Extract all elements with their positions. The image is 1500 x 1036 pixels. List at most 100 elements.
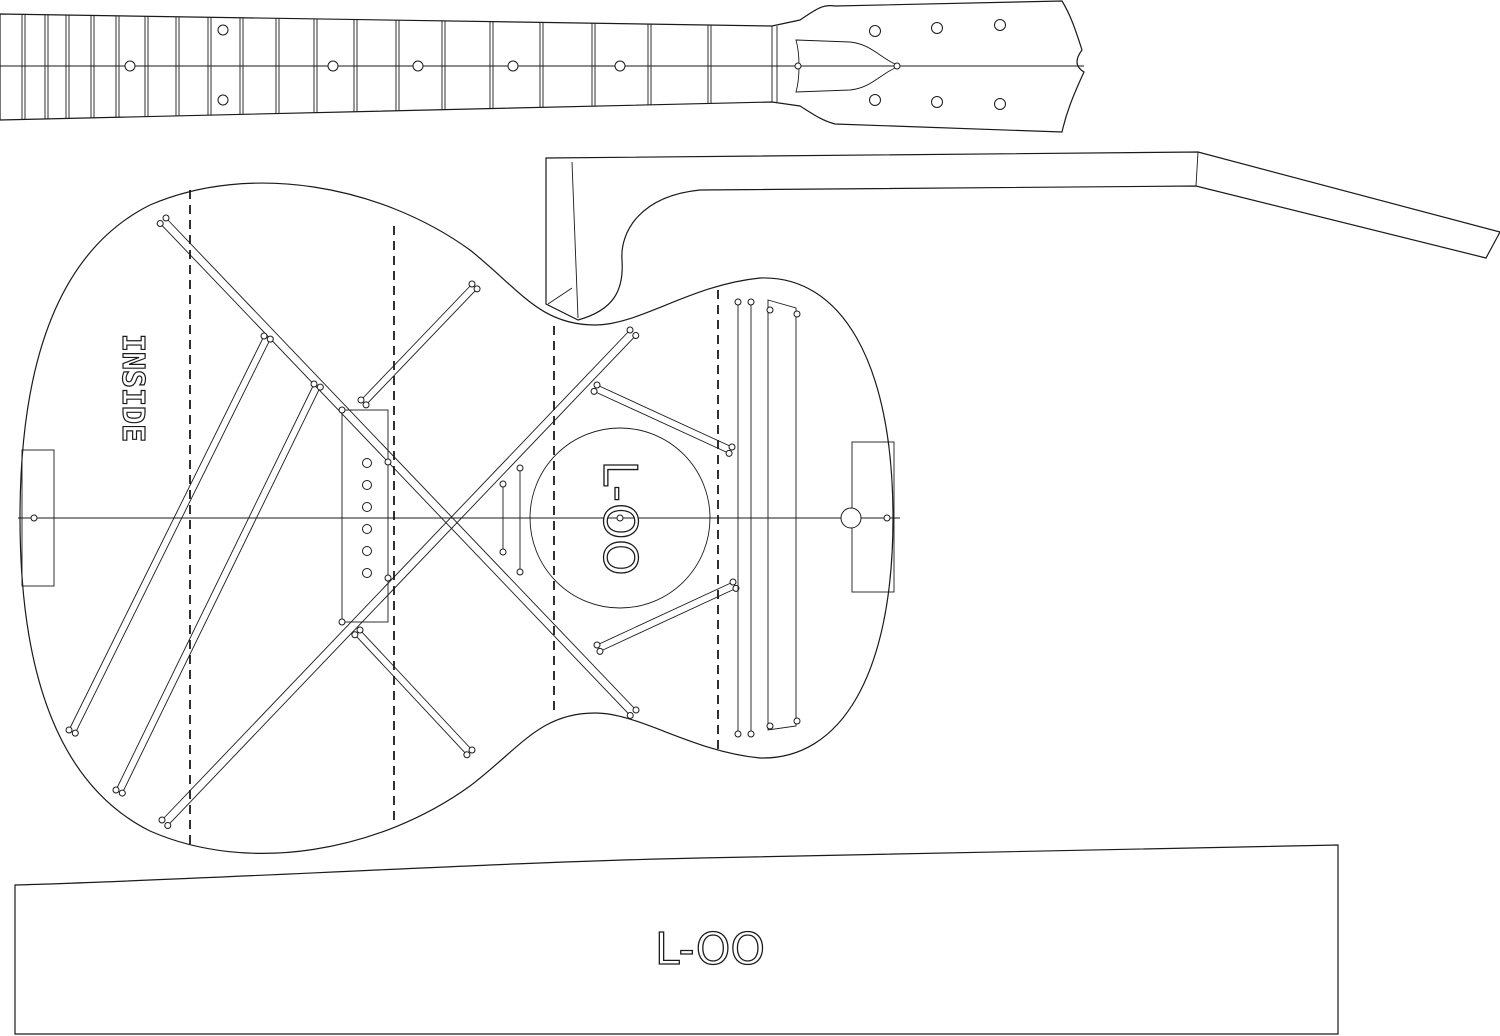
tuner-hole	[931, 22, 943, 34]
brace-edge	[159, 223, 631, 716]
brace-end	[499, 480, 507, 488]
brace-end	[468, 280, 476, 288]
tuner-hole	[994, 98, 1006, 110]
tuner-hole	[994, 19, 1006, 31]
bridge-pin-hole	[362, 524, 372, 534]
tuner-hole	[869, 25, 881, 37]
brace-end	[734, 730, 742, 738]
fret-markers	[124, 24, 626, 106]
brace-end	[728, 443, 736, 451]
brace-edge	[167, 335, 637, 826]
brace-end	[71, 729, 79, 737]
bridge-plate-corner	[384, 458, 392, 466]
brace-edge	[593, 390, 730, 454]
brace-edge	[596, 581, 734, 646]
brace-end	[351, 631, 359, 639]
tail-block	[21, 449, 55, 587]
neck-profile-outline	[545, 151, 1500, 321]
brace-end	[316, 383, 324, 391]
fret-marker-dot	[614, 60, 626, 72]
brace-edge	[121, 386, 321, 794]
fret-marker-dot	[412, 60, 424, 72]
bridge-pin-holes	[338, 406, 392, 626]
brace-end	[473, 285, 481, 293]
soundhole-ring	[529, 427, 711, 609]
brace-end	[729, 578, 737, 586]
headstock-joint	[1195, 151, 1199, 187]
tuner-hole	[869, 94, 881, 106]
bridge-pin-hole	[362, 458, 372, 468]
neck-side-profile	[545, 151, 1500, 321]
brace-end	[593, 641, 601, 649]
neck-block-pin	[883, 514, 891, 522]
upper-brace-wedge	[767, 299, 797, 731]
brace-end	[112, 786, 120, 794]
bridge-plate-corner	[384, 574, 392, 582]
braces	[65, 214, 740, 830]
brace-end	[626, 326, 634, 334]
brace-end	[499, 548, 507, 556]
brace-end	[362, 401, 370, 409]
brace-end	[632, 706, 640, 714]
brace-end	[793, 717, 801, 725]
fret-marker-dot	[327, 60, 339, 72]
brace-end	[357, 396, 365, 404]
brace-edge	[115, 383, 315, 791]
soundhole-center	[616, 514, 624, 522]
brace-end	[626, 712, 634, 720]
fret-marker-dot	[217, 24, 229, 36]
brace-end	[766, 306, 774, 314]
tuner-hole	[931, 96, 943, 108]
brace-end	[632, 332, 640, 340]
brace-end	[793, 310, 801, 318]
brace-edge	[74, 338, 271, 734]
truss-screw	[794, 62, 802, 70]
brace-end	[725, 449, 733, 457]
brace-end	[260, 332, 268, 340]
bridge-plate-corner	[338, 406, 346, 414]
inside-label: INSIDE	[115, 334, 150, 442]
brace-edge	[161, 329, 631, 821]
brace-edge	[165, 217, 637, 711]
bridge-pin-hole	[362, 502, 372, 512]
brace-end	[468, 746, 476, 754]
fret-marker-dot	[217, 94, 229, 106]
brace-edge	[365, 288, 478, 406]
end-pin-hole	[30, 514, 38, 522]
bridge-pin-hole	[362, 480, 372, 490]
fret-marker-dot	[124, 60, 136, 72]
bridge-pin-hole	[362, 568, 372, 578]
brace-edge	[68, 335, 265, 731]
bridge-pin-hole	[362, 546, 372, 556]
bridge-plate-corner	[338, 618, 346, 626]
brace-end	[516, 464, 524, 472]
brace-end	[156, 220, 164, 228]
neck-outline	[0, 0, 1085, 133]
brace-end	[118, 789, 126, 797]
brace-end	[732, 584, 740, 592]
brace-end	[310, 380, 318, 388]
brace-end	[162, 214, 170, 222]
brace-end	[158, 816, 166, 824]
brace-end	[747, 298, 755, 306]
heel-line	[571, 161, 579, 319]
fret-marker-dot	[507, 60, 519, 72]
brace-end	[516, 568, 524, 576]
brace-end	[596, 647, 604, 655]
brace-end	[593, 381, 601, 389]
brace-end	[766, 722, 774, 730]
brace-edge	[599, 587, 737, 652]
brace-edge	[596, 384, 733, 448]
side-template: L-OO	[14, 844, 1339, 1035]
soundhole-label: L-OO	[593, 460, 647, 575]
heel-line-2	[547, 287, 573, 305]
frets	[21, 14, 712, 120]
side-template-label: L-OO	[655, 924, 765, 975]
brace-end	[164, 822, 172, 830]
brace-edge	[359, 629, 473, 751]
bridge-plate	[341, 409, 389, 623]
neck-block-hole	[840, 507, 862, 529]
side-template-outline	[14, 844, 1339, 1035]
neck-fretboard	[0, 0, 1085, 133]
